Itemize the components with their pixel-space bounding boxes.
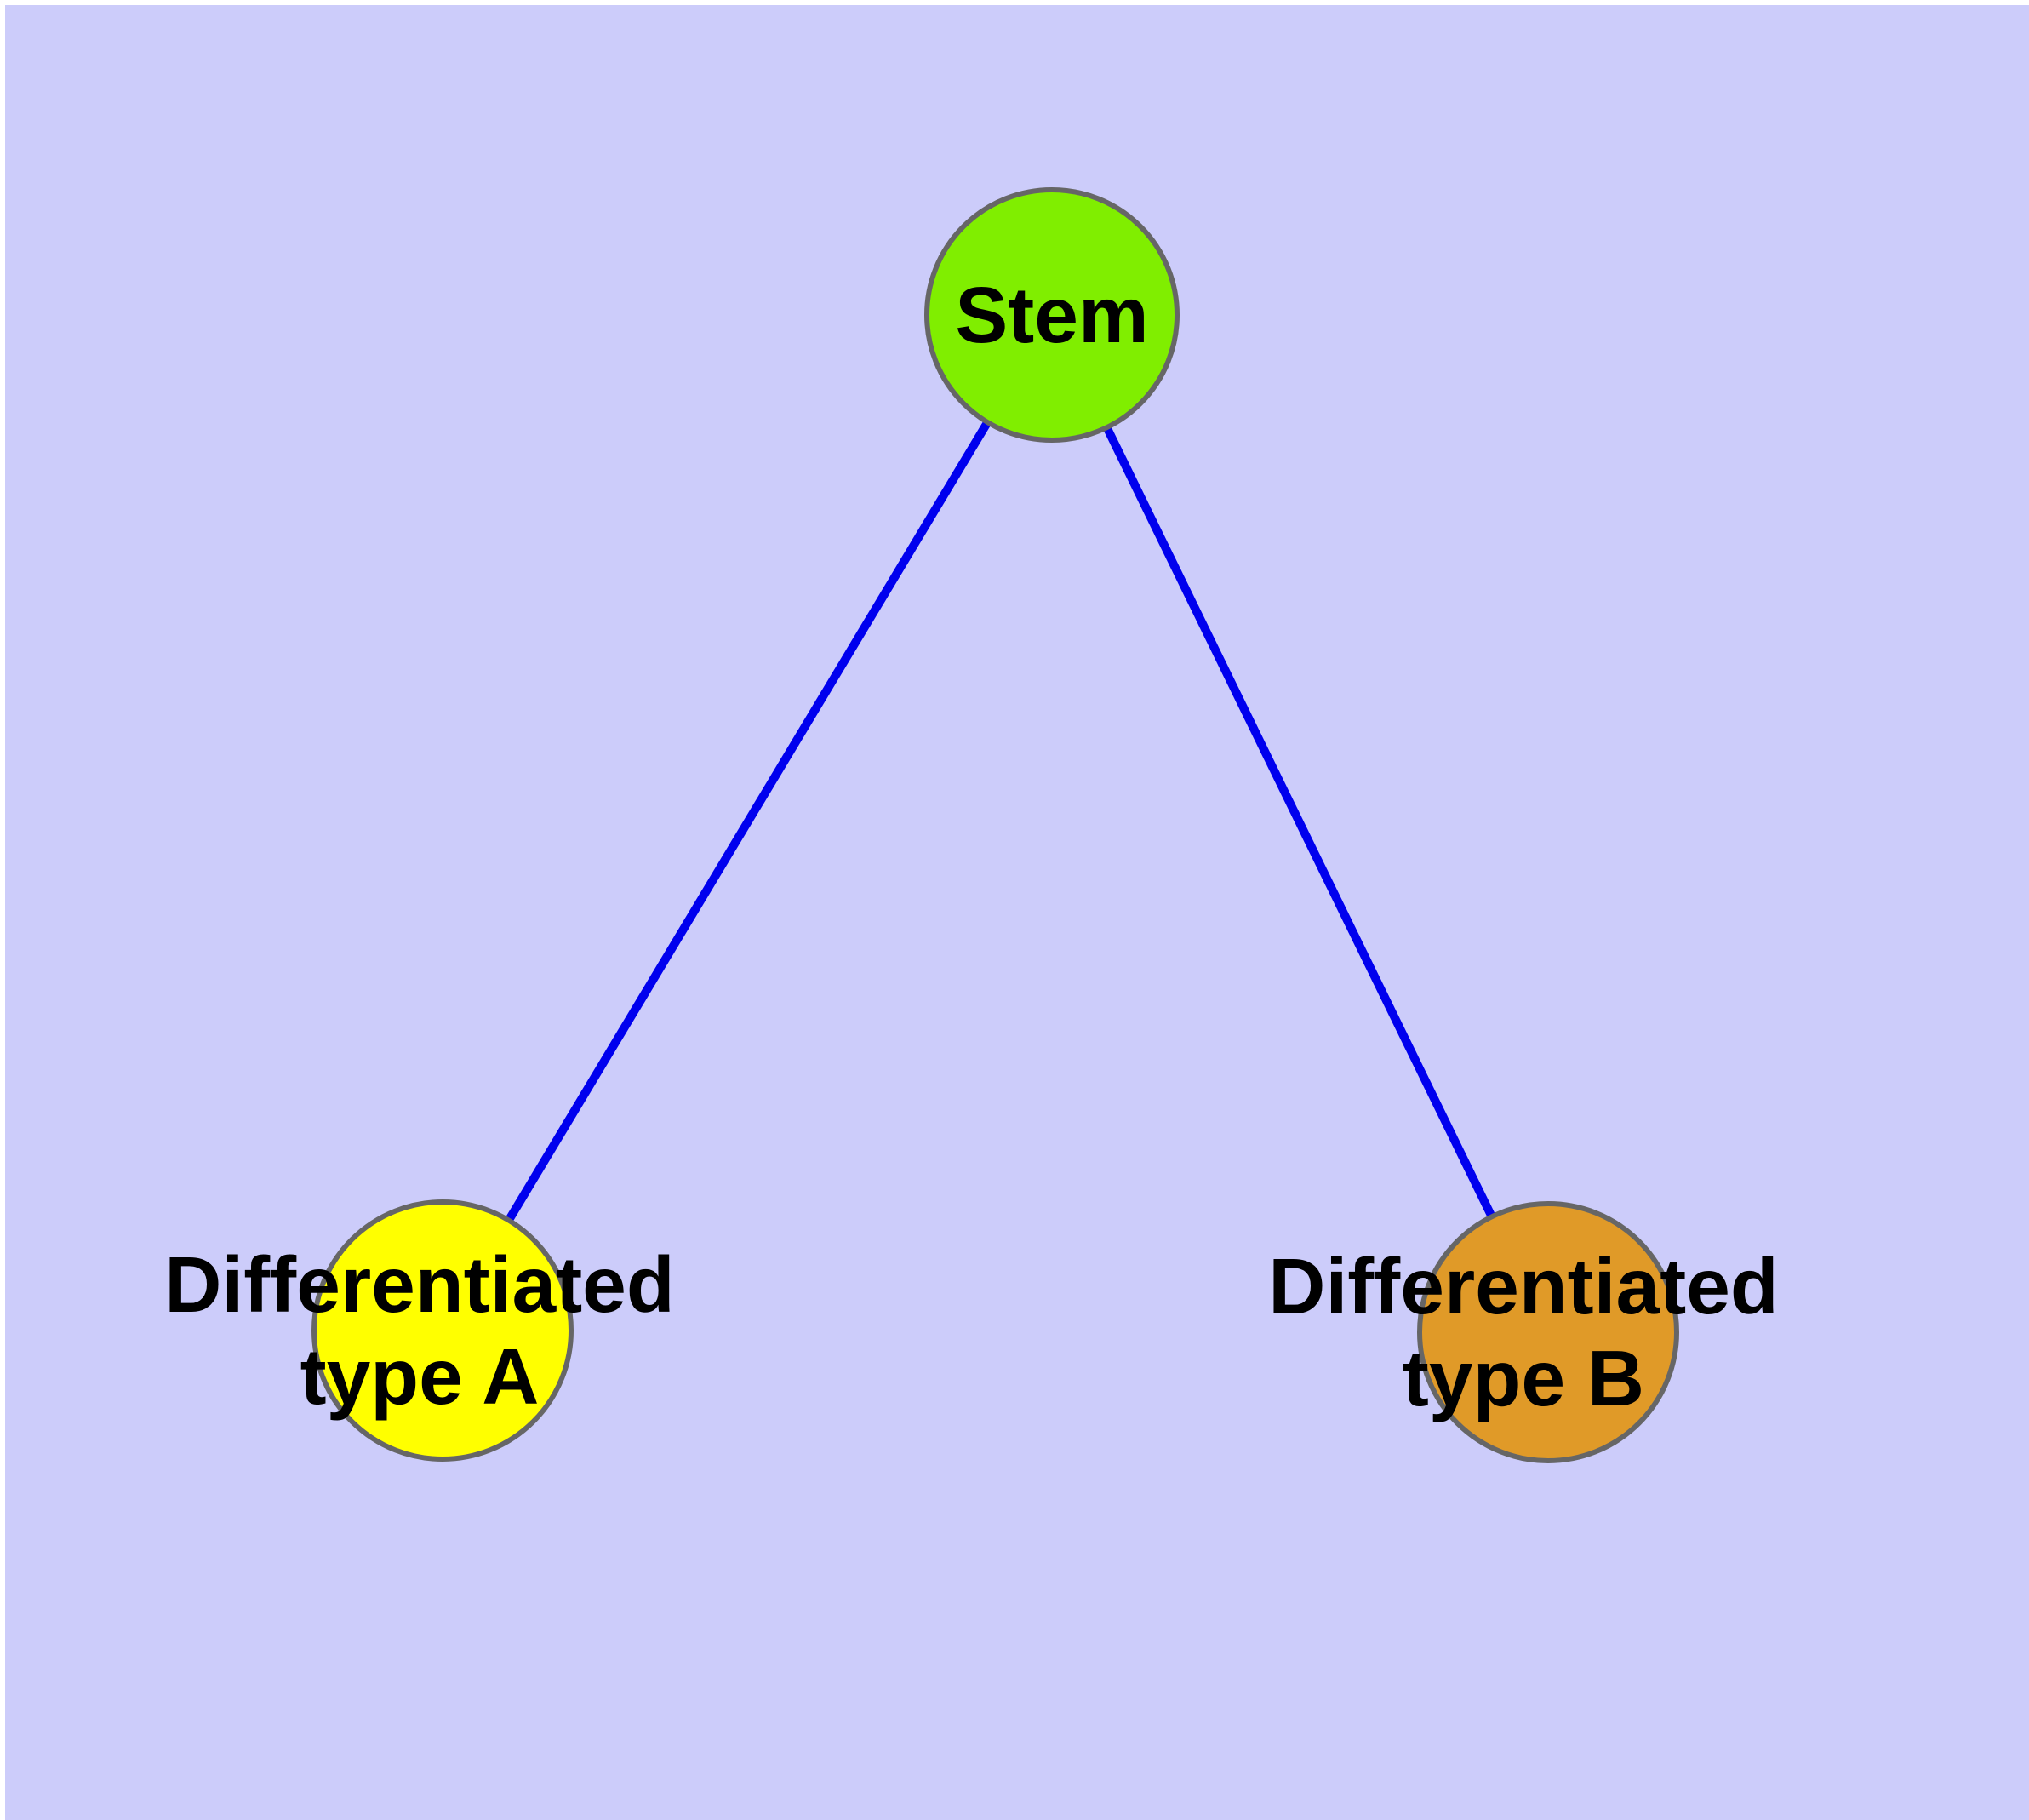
graph-node-label-stem: Stem — [955, 271, 1148, 359]
graph-node-stem[interactable] — [924, 187, 1180, 443]
graph-edge-stem-diff_b[interactable] — [1048, 312, 1552, 1335]
graph-node-label-line: Differentiated — [1268, 1242, 1778, 1331]
edges-layer — [438, 312, 1552, 1335]
graph-node-diff_b[interactable] — [1417, 1201, 1679, 1463]
graph-node-label-line: Stem — [955, 271, 1148, 359]
graph-node-label-line: Differentiated — [164, 1240, 674, 1329]
graph-node-label-line: type A — [300, 1332, 540, 1421]
graph-edge-stem-diff_a[interactable] — [438, 312, 1056, 1333]
nodes-layer — [311, 187, 1679, 1463]
graph-node-diff_a[interactable] — [311, 1199, 574, 1462]
graph-node-label-line: type B — [1403, 1334, 1644, 1422]
